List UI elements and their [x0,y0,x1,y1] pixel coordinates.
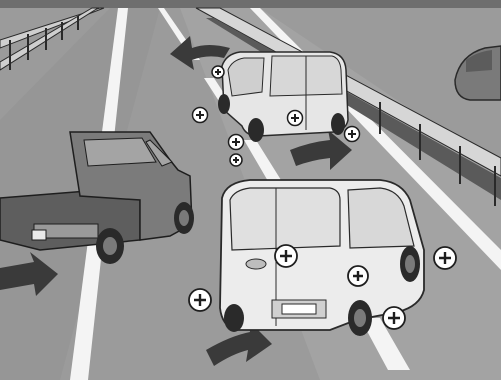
plus-marker [275,245,297,267]
plus-marker [189,289,211,311]
plus-marker [193,108,208,123]
plus-marker [348,266,368,286]
plus-marker [288,111,303,126]
plus-marker [434,247,456,269]
plus-marker [230,154,242,166]
plus-marker [345,127,360,142]
plus-marker [212,66,224,78]
plus-marker [229,135,244,150]
plus-marker [383,307,405,329]
